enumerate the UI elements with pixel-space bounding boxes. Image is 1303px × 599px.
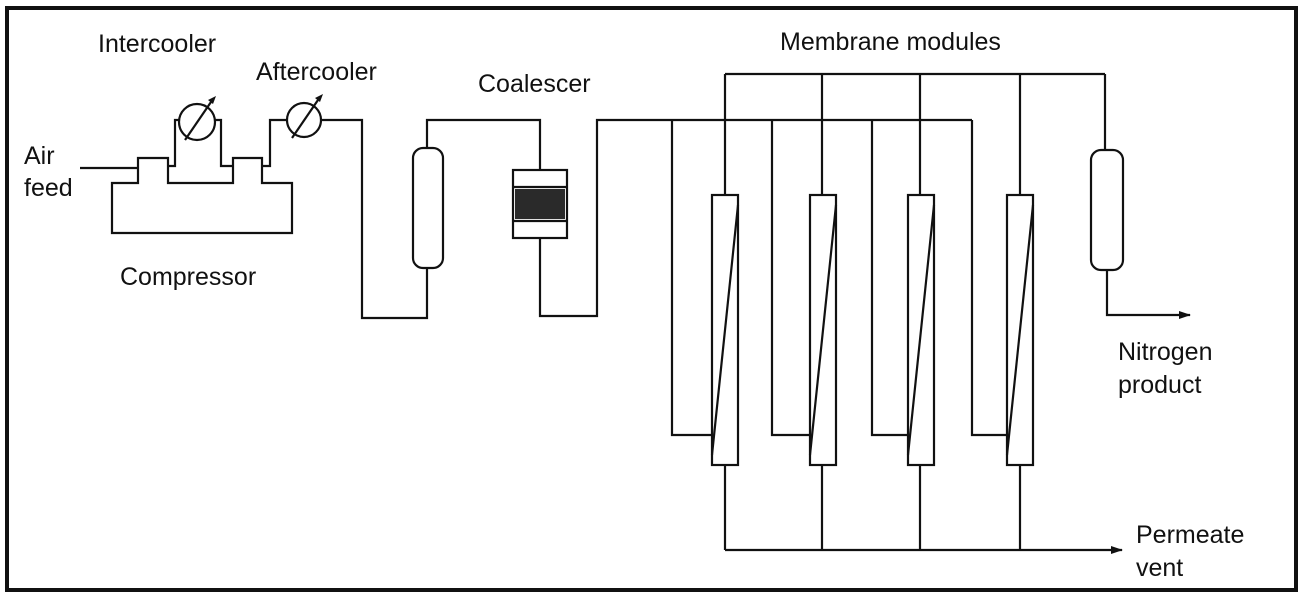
permeate-vent-label-line1: Permeate (1136, 521, 1244, 549)
intercooler-label: Intercooler (98, 30, 216, 58)
figure-border (5, 6, 1298, 592)
retentate-header (723, 72, 1107, 195)
receiver-vessel (411, 146, 445, 270)
product-vessel (1089, 148, 1125, 272)
membrane-module-3 (906, 193, 936, 467)
compressor-body (110, 156, 294, 235)
aftercooler-piping (262, 118, 429, 320)
membrane-module-1 (710, 193, 740, 467)
coalescer-label: Coalescer (478, 70, 591, 98)
membrane-modules-label: Membrane modules (780, 28, 1001, 56)
membrane-module-4 (1005, 193, 1035, 467)
membrane-feed-headers (670, 120, 1008, 437)
aftercooler-symbol (285, 94, 323, 139)
air-feed-label-line1: Air (24, 142, 55, 170)
membrane-module-2 (808, 193, 838, 467)
coalescer-outlet-piping (538, 118, 972, 318)
compressor-label: Compressor (120, 263, 256, 291)
permeate-header (723, 465, 1123, 554)
permeate-vent-label-line2: vent (1136, 554, 1183, 582)
nitrogen-product-label-line2: product (1118, 371, 1201, 399)
nitrogen-product-line (1105, 270, 1191, 319)
intercooler-symbol (177, 96, 217, 142)
receiver-piping (425, 118, 542, 170)
nitrogen-product-label-line1: Nitrogen (1118, 338, 1213, 366)
aftercooler-label: Aftercooler (256, 58, 377, 86)
air-feed-label-line2: feed (24, 174, 73, 202)
coalescer-unit (511, 168, 569, 240)
